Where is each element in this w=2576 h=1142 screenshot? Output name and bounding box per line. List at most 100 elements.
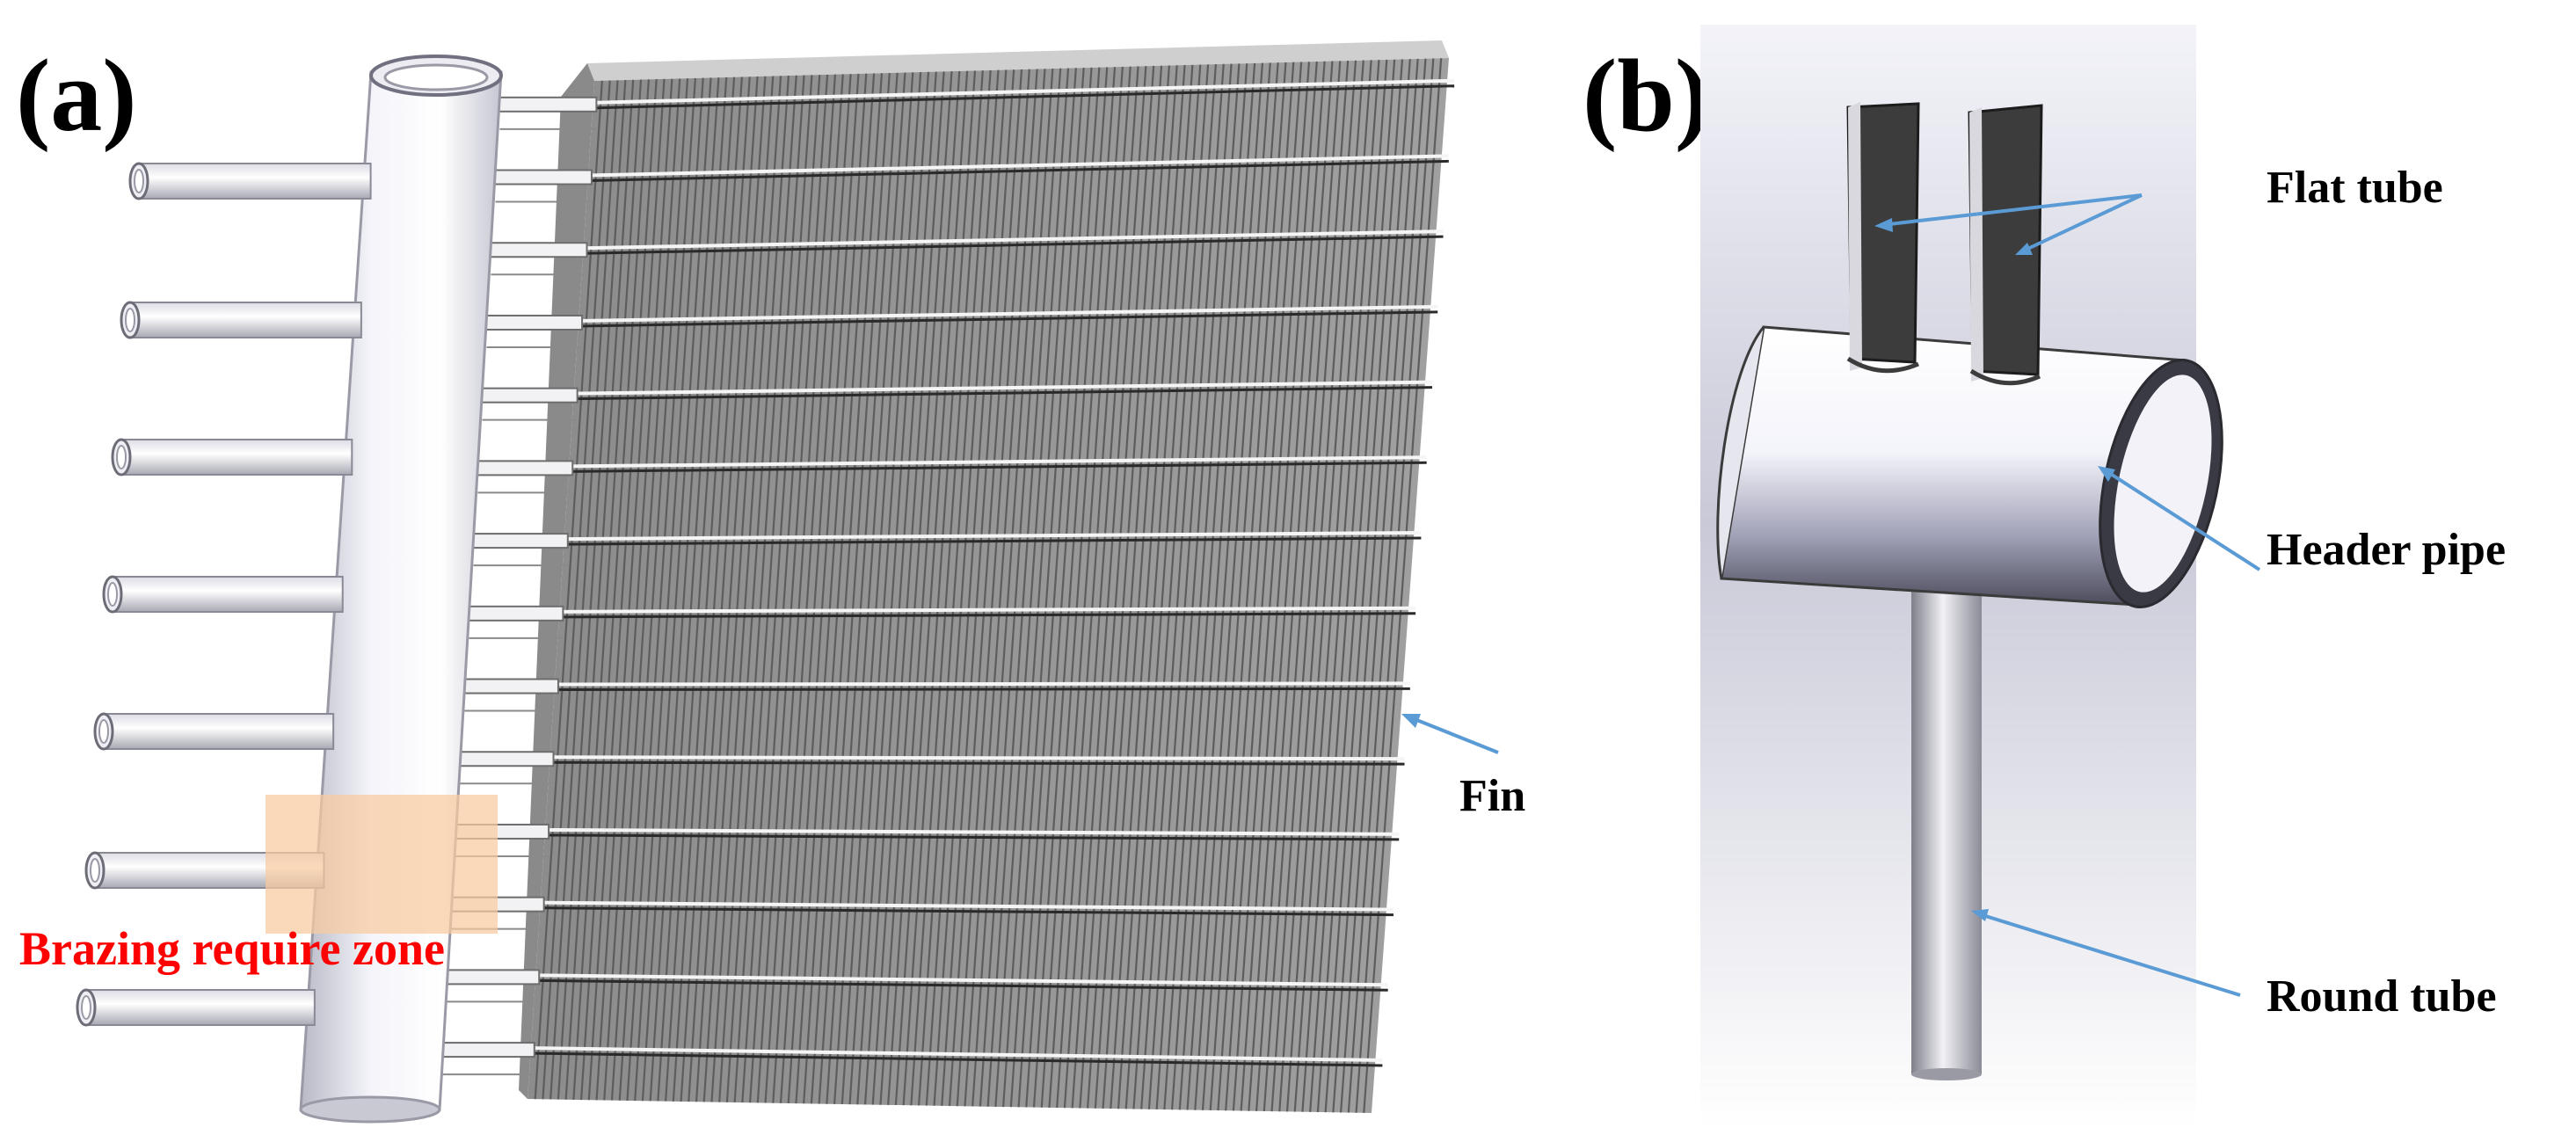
- fin-pleat-line: [1048, 66, 1124, 1108]
- fin-pleat-line: [826, 72, 899, 1104]
- flat-tube-row-shadow: [564, 536, 1422, 546]
- flat-tube-label: Flat tube: [2267, 163, 2443, 213]
- fin-pleat-line: [634, 77, 704, 1102]
- flat-tube-rows: [530, 78, 1455, 1067]
- round-tube-callout: Round tube: [1971, 909, 2497, 1022]
- fin-pleat-line: [1001, 68, 1077, 1108]
- flat-tube-stub: [481, 242, 588, 258]
- fin-pleat-line: [795, 73, 868, 1104]
- brazing-zone-label: Brazing require zone: [19, 922, 445, 975]
- fin-pleat-line: [1170, 63, 1248, 1110]
- fin-block-top-face: [587, 40, 1449, 81]
- fin-pleat-line: [1355, 58, 1435, 1113]
- fin-pleat-line: [887, 70, 961, 1105]
- fin-pleat-line: [1232, 62, 1311, 1111]
- fin-pleat-line: [672, 76, 743, 1102]
- header-pipe-b-bore: [2114, 375, 2212, 593]
- fin-pleat-line: [1363, 58, 1443, 1113]
- flat-tube-right-saddle: [1969, 368, 2041, 386]
- fin-pleat-line: [1270, 60, 1350, 1112]
- fin-pleat-line: [1347, 58, 1427, 1113]
- side-stub-bore: [116, 445, 127, 469]
- flat-tube-row-highlight: [530, 1046, 1383, 1062]
- flat-tube-row-shadow: [587, 159, 1449, 183]
- side-stub-body: [129, 302, 362, 338]
- fin-pleat-line: [1132, 64, 1210, 1109]
- side-round-stubs: [76, 162, 372, 1027]
- fin-pleat-line: [1209, 62, 1287, 1111]
- fin-pleat-line: [810, 73, 884, 1104]
- fin-pleat-line: [971, 69, 1046, 1107]
- fin-pleat-line: [1225, 62, 1303, 1111]
- fin-pleat-line: [1263, 61, 1342, 1112]
- side-stub-bore: [107, 582, 118, 607]
- flat-tube-row-highlight: [559, 606, 1416, 614]
- fin-pleat-line: [1339, 58, 1419, 1113]
- side-stub-body: [85, 989, 316, 1026]
- fin-pleat-line: [833, 72, 906, 1104]
- fin-pleat-line: [986, 68, 1062, 1107]
- fin-pleat-line: [1117, 64, 1194, 1109]
- flat-tube-stub: [433, 1042, 535, 1058]
- flat-tube-stub: [450, 751, 555, 767]
- fin-pleat-line: [579, 79, 650, 1101]
- flat-tube-row-highlight: [583, 229, 1444, 251]
- flat-tube-row-shadow: [535, 978, 1388, 992]
- side-stub-body: [138, 163, 372, 200]
- flat-tube-row-highlight: [549, 755, 1405, 761]
- fin-pleat-line: [1293, 60, 1372, 1112]
- round-tube-body: [1911, 563, 1982, 1074]
- fin-pleat-line: [1240, 61, 1318, 1111]
- side-stub-body: [103, 713, 335, 750]
- fin-pleat-line: [1040, 67, 1117, 1108]
- flat-tube-row-highlight: [579, 304, 1438, 323]
- fin-pleat-line: [1163, 63, 1241, 1110]
- fin-pleat-line: [1332, 59, 1411, 1113]
- fin-pleat-line: [1056, 66, 1132, 1109]
- flat-tube-row-shadow: [540, 906, 1394, 917]
- fin-pleat-line: [664, 76, 736, 1102]
- fin-pleat-line: [680, 76, 751, 1102]
- fin-pleat-line: [1324, 59, 1404, 1113]
- fin-pleat-line: [1063, 66, 1139, 1109]
- fin-pleat-line: [910, 70, 984, 1106]
- fin-pleat-line: [557, 79, 627, 1100]
- flat-tube-row-highlight: [569, 455, 1427, 469]
- flat-tube-row-shadow: [554, 687, 1410, 692]
- flat-tube-stub: [459, 605, 564, 622]
- fin-pleat-line: [1201, 62, 1279, 1110]
- flat-tube-row-shadow: [593, 84, 1455, 110]
- fin-pleat-line: [917, 69, 992, 1106]
- fin-pleat-line: [1194, 62, 1271, 1110]
- fin-pleat-line: [787, 73, 860, 1104]
- fin-pleat-line: [871, 71, 945, 1105]
- fin-arrow-line: [1409, 716, 1499, 754]
- fin-pleat-line: [641, 77, 712, 1102]
- fin-pleat-line: [1102, 65, 1178, 1109]
- fin-pleat-line: [1017, 67, 1093, 1108]
- flat-tube-stub: [485, 169, 593, 185]
- fin-pleat-line: [1124, 64, 1202, 1109]
- fin-pleat-line: [1278, 60, 1357, 1112]
- fin-pleat-line: [1094, 65, 1170, 1109]
- header-pipe-b: [1716, 325, 2223, 609]
- header-pipe-a-top-bore: [383, 63, 489, 91]
- fin-pleat-line: [1186, 62, 1264, 1110]
- fin-block: [519, 40, 1455, 1113]
- flat-tube-arrow-1: [1881, 193, 2143, 227]
- fin-pleat-line: [818, 72, 891, 1104]
- fin-pleat-line: [941, 69, 1015, 1106]
- fin-pleat-line: [1285, 60, 1364, 1112]
- fin-pleat-line: [1248, 61, 1326, 1111]
- fin-pleat-line: [618, 78, 689, 1101]
- header-pipe-label: Header pipe: [2267, 525, 2506, 575]
- fin-pleat-line: [587, 79, 658, 1101]
- fin-pleat-line: [879, 71, 953, 1105]
- fin-pleat-line: [925, 69, 1000, 1106]
- fin-pleat-line: [626, 77, 696, 1101]
- fin-pleat-line: [733, 75, 805, 1103]
- side-stub-bore: [125, 308, 135, 332]
- flat-tube-stub: [472, 387, 579, 404]
- flat-tube-stub: [463, 533, 569, 549]
- fin-pleat-line: [1255, 61, 1334, 1111]
